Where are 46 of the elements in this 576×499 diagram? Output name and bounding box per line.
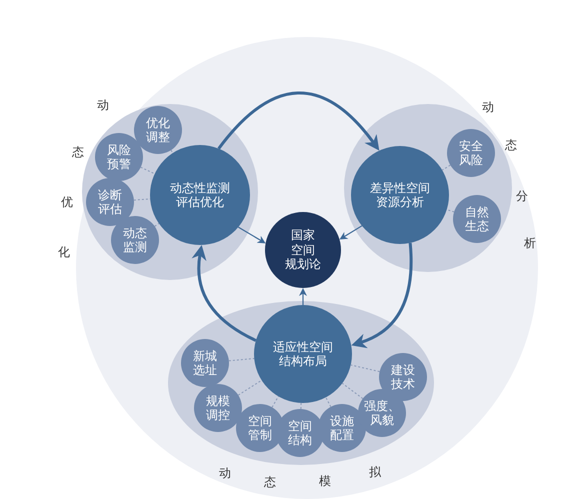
- group-ellipse: [168, 301, 434, 465]
- topic-circle: 适应性空间结构布局: [254, 305, 352, 403]
- arrow: [218, 92, 380, 150]
- subtopic-circle: 空间结构: [276, 409, 324, 457]
- rim-label: 优: [61, 195, 73, 209]
- rim-label: 分: [516, 189, 528, 203]
- connector-line: [133, 198, 151, 201]
- connector-line: [238, 380, 262, 396]
- arrow: [340, 225, 362, 240]
- subtopic-circle: 设施配置: [318, 404, 366, 452]
- subtopic-circle: 建设技术: [379, 353, 427, 401]
- subtopic-circle: 优化调整: [134, 106, 182, 154]
- arrow: [299, 288, 307, 305]
- rim-label: 动: [482, 100, 494, 114]
- connector-line: [350, 364, 380, 372]
- connector-line: [442, 164, 451, 171]
- rim-label: 拟: [369, 465, 381, 479]
- subtopic-circle: 风险预警: [95, 133, 143, 181]
- rim-label: 动: [97, 98, 109, 112]
- rim-label: 化: [58, 245, 70, 259]
- subtopic-circle: 安全风险: [447, 129, 495, 177]
- topic-circle: 差异性空间资源分析: [351, 146, 449, 244]
- core-circle: 国家空间规划论: [265, 212, 341, 288]
- topic-circle: 动态性监测评估优化: [150, 145, 250, 245]
- connector-line: [140, 166, 156, 174]
- subtopic-circle: 新城选址: [181, 339, 229, 387]
- arrow: [238, 226, 266, 244]
- subtopic-circle: 诊断评估: [86, 178, 134, 226]
- rim-label: 析: [524, 236, 536, 250]
- arrow: [351, 242, 413, 348]
- connector-line: [228, 358, 255, 362]
- subtopic-circle: 规模调控: [194, 384, 242, 432]
- connector-line: [446, 209, 455, 212]
- connector-line: [325, 396, 332, 408]
- connector-line: [154, 223, 160, 227]
- subtopic-circle: 自然生态: [453, 195, 501, 243]
- rim-label: 动: [219, 466, 231, 480]
- connector-line: [272, 396, 279, 408]
- arrow: [192, 244, 257, 342]
- rim-label: 模: [319, 474, 331, 488]
- connector-line: [300, 402, 302, 410]
- subtopic-circle: 动态监测: [111, 216, 159, 264]
- connector-line: [342, 382, 364, 400]
- rim-label: 态: [72, 145, 84, 159]
- connector-line: [170, 150, 174, 154]
- rim-label: 态: [264, 475, 276, 489]
